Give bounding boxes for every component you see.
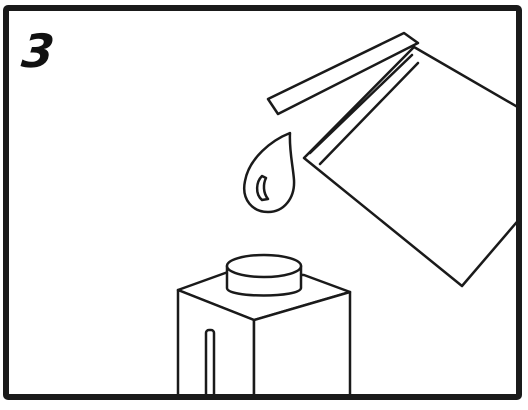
pouring-sachet-icon (268, 33, 528, 286)
container-bottle-icon (178, 255, 350, 410)
liquid-drop-icon (244, 133, 294, 212)
